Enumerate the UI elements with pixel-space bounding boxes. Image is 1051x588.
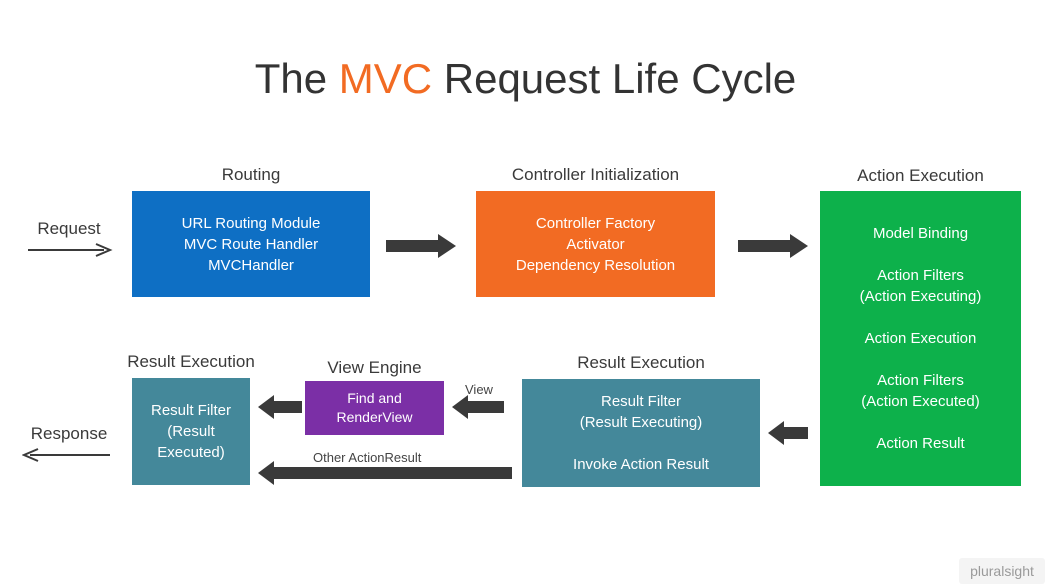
pluralsight-logo: pluralsight: [959, 558, 1045, 584]
result-execution-left-label: Result Execution: [127, 352, 255, 371]
routing-line: URL Routing Module: [181, 214, 321, 232]
result-exec-left-line: Executed): [157, 444, 225, 461]
result-exec-line: Result Filter: [600, 393, 682, 410]
title-prefix: The: [254, 55, 339, 102]
action-execution-box: Model Binding Action Filters (Action Exe…: [820, 191, 1021, 486]
view-engine-line: RenderView: [336, 409, 413, 425]
routing-label: Routing: [221, 165, 281, 184]
routing-box: URL Routing Module MVC Route Handler MVC…: [132, 191, 370, 297]
response-label: Response: [30, 424, 108, 443]
action-step: Model Binding: [872, 225, 969, 242]
action-step: Action Result: [876, 435, 965, 452]
view-edge-label: View: [465, 382, 493, 397]
left-arrow-icon: [258, 395, 302, 419]
title-suffix: Request Life Cycle: [432, 55, 797, 102]
right-arrow-icon: [738, 234, 808, 258]
action-step: Action Execution: [864, 330, 977, 347]
result-exec-left-line: Result Filter: [150, 402, 232, 419]
left-arrow-icon: [258, 461, 512, 485]
left-arrow-icon: [452, 395, 504, 419]
result-execution-left-box: Result Filter (Result Executed): [132, 378, 250, 485]
view-engine-label: View Engine: [327, 358, 422, 377]
action-step: (Action Executed): [861, 393, 980, 410]
result-execution-right-label: Result Execution: [577, 353, 705, 372]
result-exec-left-line: (Result: [167, 423, 215, 440]
action-step: Action Filters: [877, 267, 964, 284]
controller-init-line: Controller Factory: [535, 214, 656, 232]
action-step: Action Filters: [877, 372, 964, 389]
routing-line: MVC Route Handler: [183, 235, 319, 253]
response-arrow-icon: [22, 448, 110, 462]
page-title: The MVC Request Life Cycle: [0, 55, 1051, 103]
controller-init-line: Dependency Resolution: [515, 256, 676, 274]
title-accent: MVC: [338, 55, 433, 102]
left-arrow-icon: [768, 421, 808, 445]
result-execution-right-box: Result Filter (Result Executing) Invoke …: [522, 379, 760, 487]
controller-init-line: Activator: [566, 235, 625, 253]
action-step: (Action Executing): [859, 288, 982, 305]
controller-init-box: Controller Factory Activator Dependency …: [476, 191, 715, 297]
result-exec-line: Invoke Action Result: [573, 456, 709, 473]
request-label: Request: [37, 219, 101, 238]
routing-line: MVCHandler: [208, 256, 294, 274]
right-arrow-icon: [386, 234, 456, 258]
view-engine-line: Find and: [347, 390, 402, 406]
result-exec-line: (Result Executing): [579, 414, 703, 431]
request-arrow-icon: [28, 243, 113, 257]
controller-init-label: Controller Initialization: [511, 165, 680, 184]
other-actionresult-edge-label: Other ActionResult: [313, 450, 422, 465]
action-execution-label: Action Execution: [857, 166, 984, 185]
view-engine-box: Find and RenderView: [305, 381, 444, 435]
